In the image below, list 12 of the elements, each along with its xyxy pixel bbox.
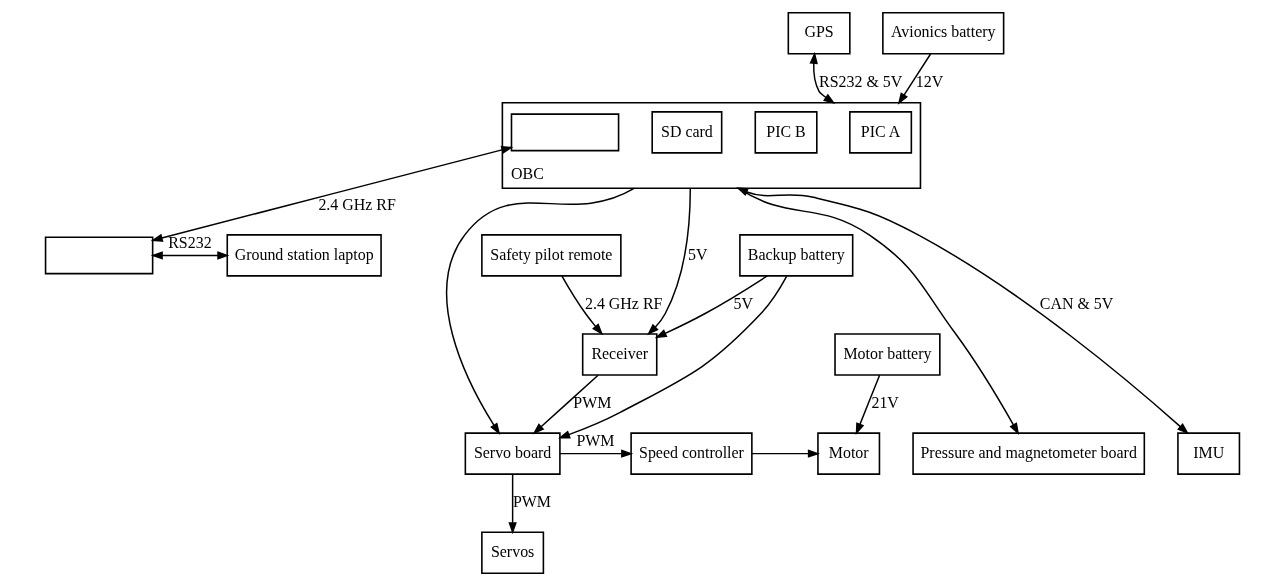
edge-label: 2.4 GHz RF bbox=[318, 196, 396, 214]
edge-label: 5V bbox=[733, 295, 754, 313]
edge-label: RS232 & 5V bbox=[819, 73, 903, 91]
edge-label: 21V bbox=[871, 394, 899, 412]
edge-label: PWM bbox=[576, 431, 615, 449]
edge-label: CAN & 5V bbox=[1039, 295, 1114, 313]
edge-label: 12V bbox=[915, 73, 944, 91]
edge-label: 2.4 GHz RF bbox=[584, 295, 663, 313]
edge-label: 5V bbox=[688, 245, 708, 263]
edge-label: PWM bbox=[512, 493, 552, 511]
edge-label: RS232 bbox=[168, 233, 212, 251]
edge-label: PWM bbox=[573, 394, 612, 412]
